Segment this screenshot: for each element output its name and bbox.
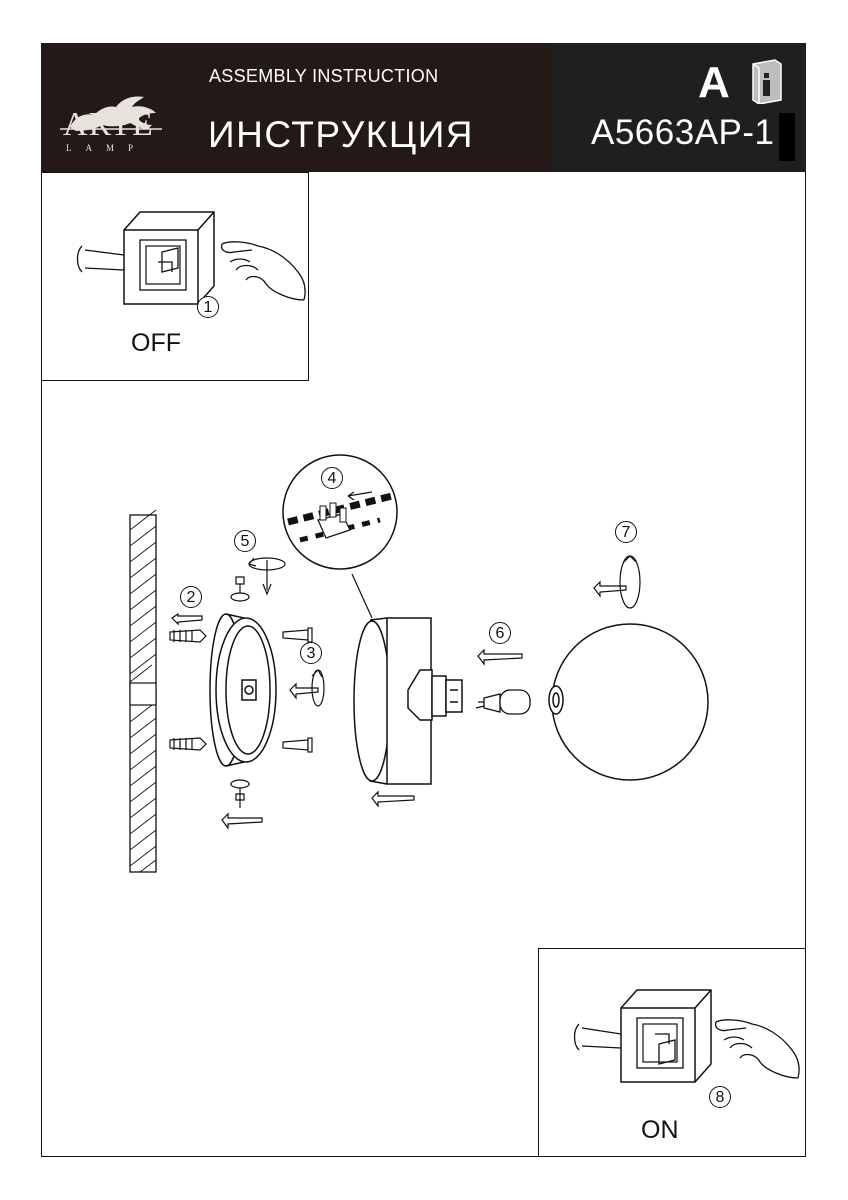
glass-shade	[548, 623, 709, 781]
wall-plug-icon	[169, 629, 207, 751]
mounting-plate	[209, 613, 277, 767]
hand-icon	[220, 241, 306, 301]
step-3-number: 3	[300, 642, 322, 664]
header-subtitle: ASSEMBLY INSTRUCTION	[209, 66, 439, 86]
arrow-left-icon	[171, 560, 627, 830]
step-5-number: 5	[234, 530, 256, 552]
step-1-number: 1	[197, 296, 219, 318]
rotate-arrow-icon	[248, 555, 641, 707]
brand-name: ARTE	[63, 106, 154, 143]
category-letter: A	[698, 58, 730, 107]
connector-detail	[282, 454, 398, 619]
step-7-number: 7	[615, 521, 637, 543]
header-title: ИНСТРУКЦИЯ	[208, 114, 475, 155]
switch-icon	[573, 989, 712, 1083]
step-2-number: 2	[180, 586, 202, 608]
bulb-icon	[475, 689, 531, 715]
screw-icon	[230, 576, 313, 808]
wall	[129, 509, 157, 873]
step-4-number: 4	[321, 467, 343, 489]
brand-sub: LAMP	[66, 143, 148, 153]
step-8-panel	[538, 948, 806, 1157]
on-label: ON	[641, 1116, 679, 1144]
hand-icon	[714, 1019, 800, 1079]
switch-icon	[76, 211, 215, 305]
lamp-base	[353, 617, 463, 785]
brand-lion-icon	[60, 96, 162, 131]
info-book-icon	[752, 59, 782, 104]
step-8-number: 8	[709, 1086, 731, 1108]
model-number: A5663AP-1	[591, 113, 775, 152]
model-marker	[779, 113, 795, 161]
off-label: OFF	[131, 329, 181, 357]
step-6-number: 6	[489, 622, 511, 644]
